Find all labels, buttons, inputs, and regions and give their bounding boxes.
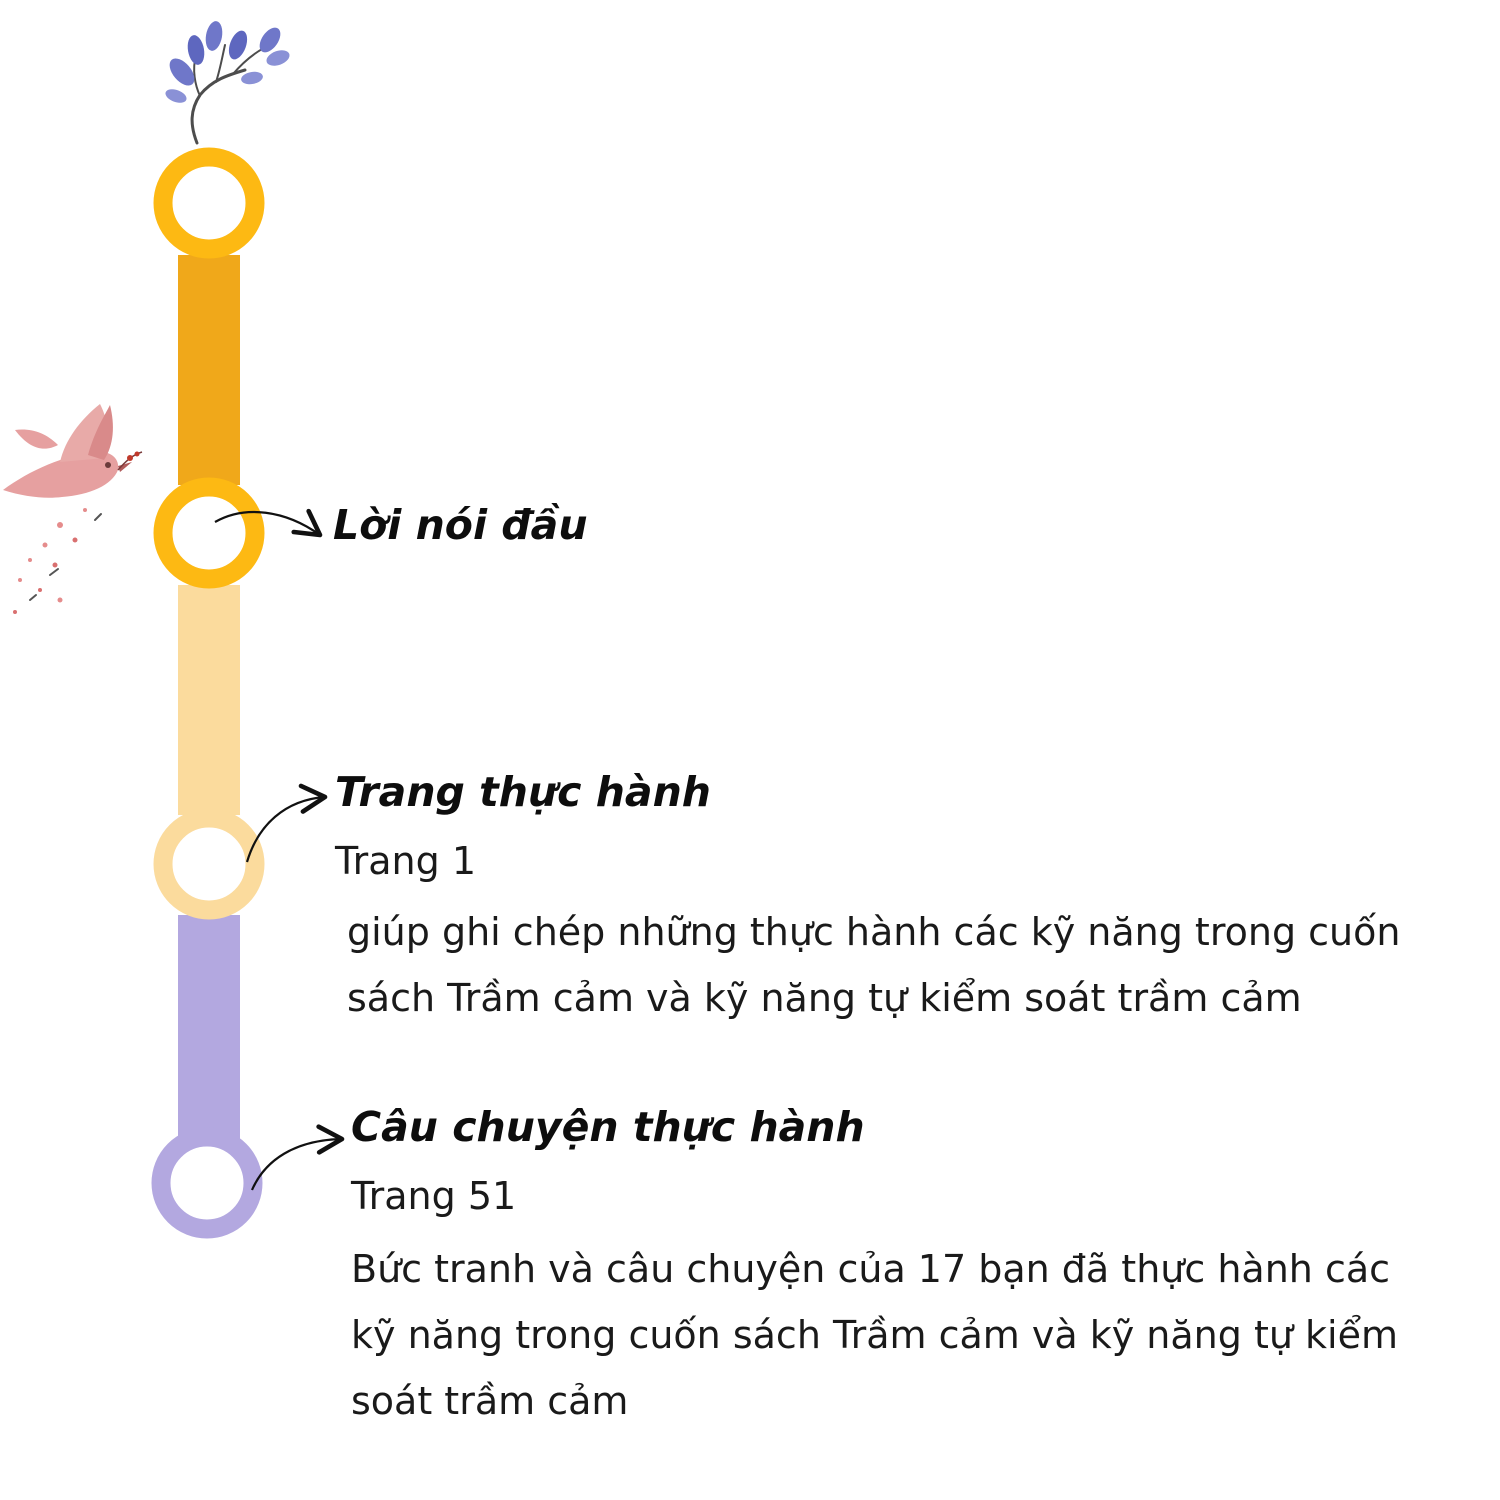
description-line: Bức tranh và câu chuyện của 17 bạn đã th…	[351, 1247, 1391, 1291]
timeline-node-cau-chuyen	[151, 1127, 263, 1239]
description-line: giúp ghi chép những thực hành các kỹ năn…	[347, 910, 1401, 954]
timeline-segment-3	[178, 915, 240, 1145]
heading-loi-noi-dau: Lời nói đầu	[333, 501, 588, 549]
arrow-trang-thuc-hanh	[245, 783, 328, 863]
timeline-segment-1	[178, 255, 240, 485]
description-line: soát trầm cảm	[351, 1379, 629, 1423]
page-ref-trang-thuc-hanh: Trang 1	[335, 839, 476, 883]
page-ref-cau-chuyen-thuc-hanh: Trang 51	[351, 1174, 517, 1218]
timeline-segment-2	[178, 585, 240, 815]
description-line: sách Trầm cảm và kỹ năng tự kiểm soát tr…	[347, 976, 1302, 1020]
timeline-node-start	[153, 147, 265, 259]
timeline-node-trang-thuc-hanh	[153, 808, 265, 920]
timeline-node-loi-noi-dau	[153, 477, 265, 589]
arrow-loi-noi-dau	[214, 508, 323, 538]
heading-trang-thuc-hanh: Trang thực hành	[335, 768, 711, 816]
pink-bird-icon	[3, 404, 143, 614]
heading-cau-chuyen-thuc-hanh: Câu chuyện thực hành	[351, 1103, 865, 1151]
description-cau-chuyen-thuc-hanh: Bức tranh và câu chuyện của 17 bạn đã th…	[351, 1236, 1398, 1434]
description-line: kỹ năng trong cuốn sách Trầm cảm và kỹ n…	[351, 1313, 1398, 1357]
arrow-cau-chuyen	[250, 1124, 345, 1191]
lavender-sprig-icon	[165, 21, 290, 145]
description-trang-thuc-hanh: giúp ghi chép những thực hành các kỹ năn…	[347, 899, 1400, 1031]
